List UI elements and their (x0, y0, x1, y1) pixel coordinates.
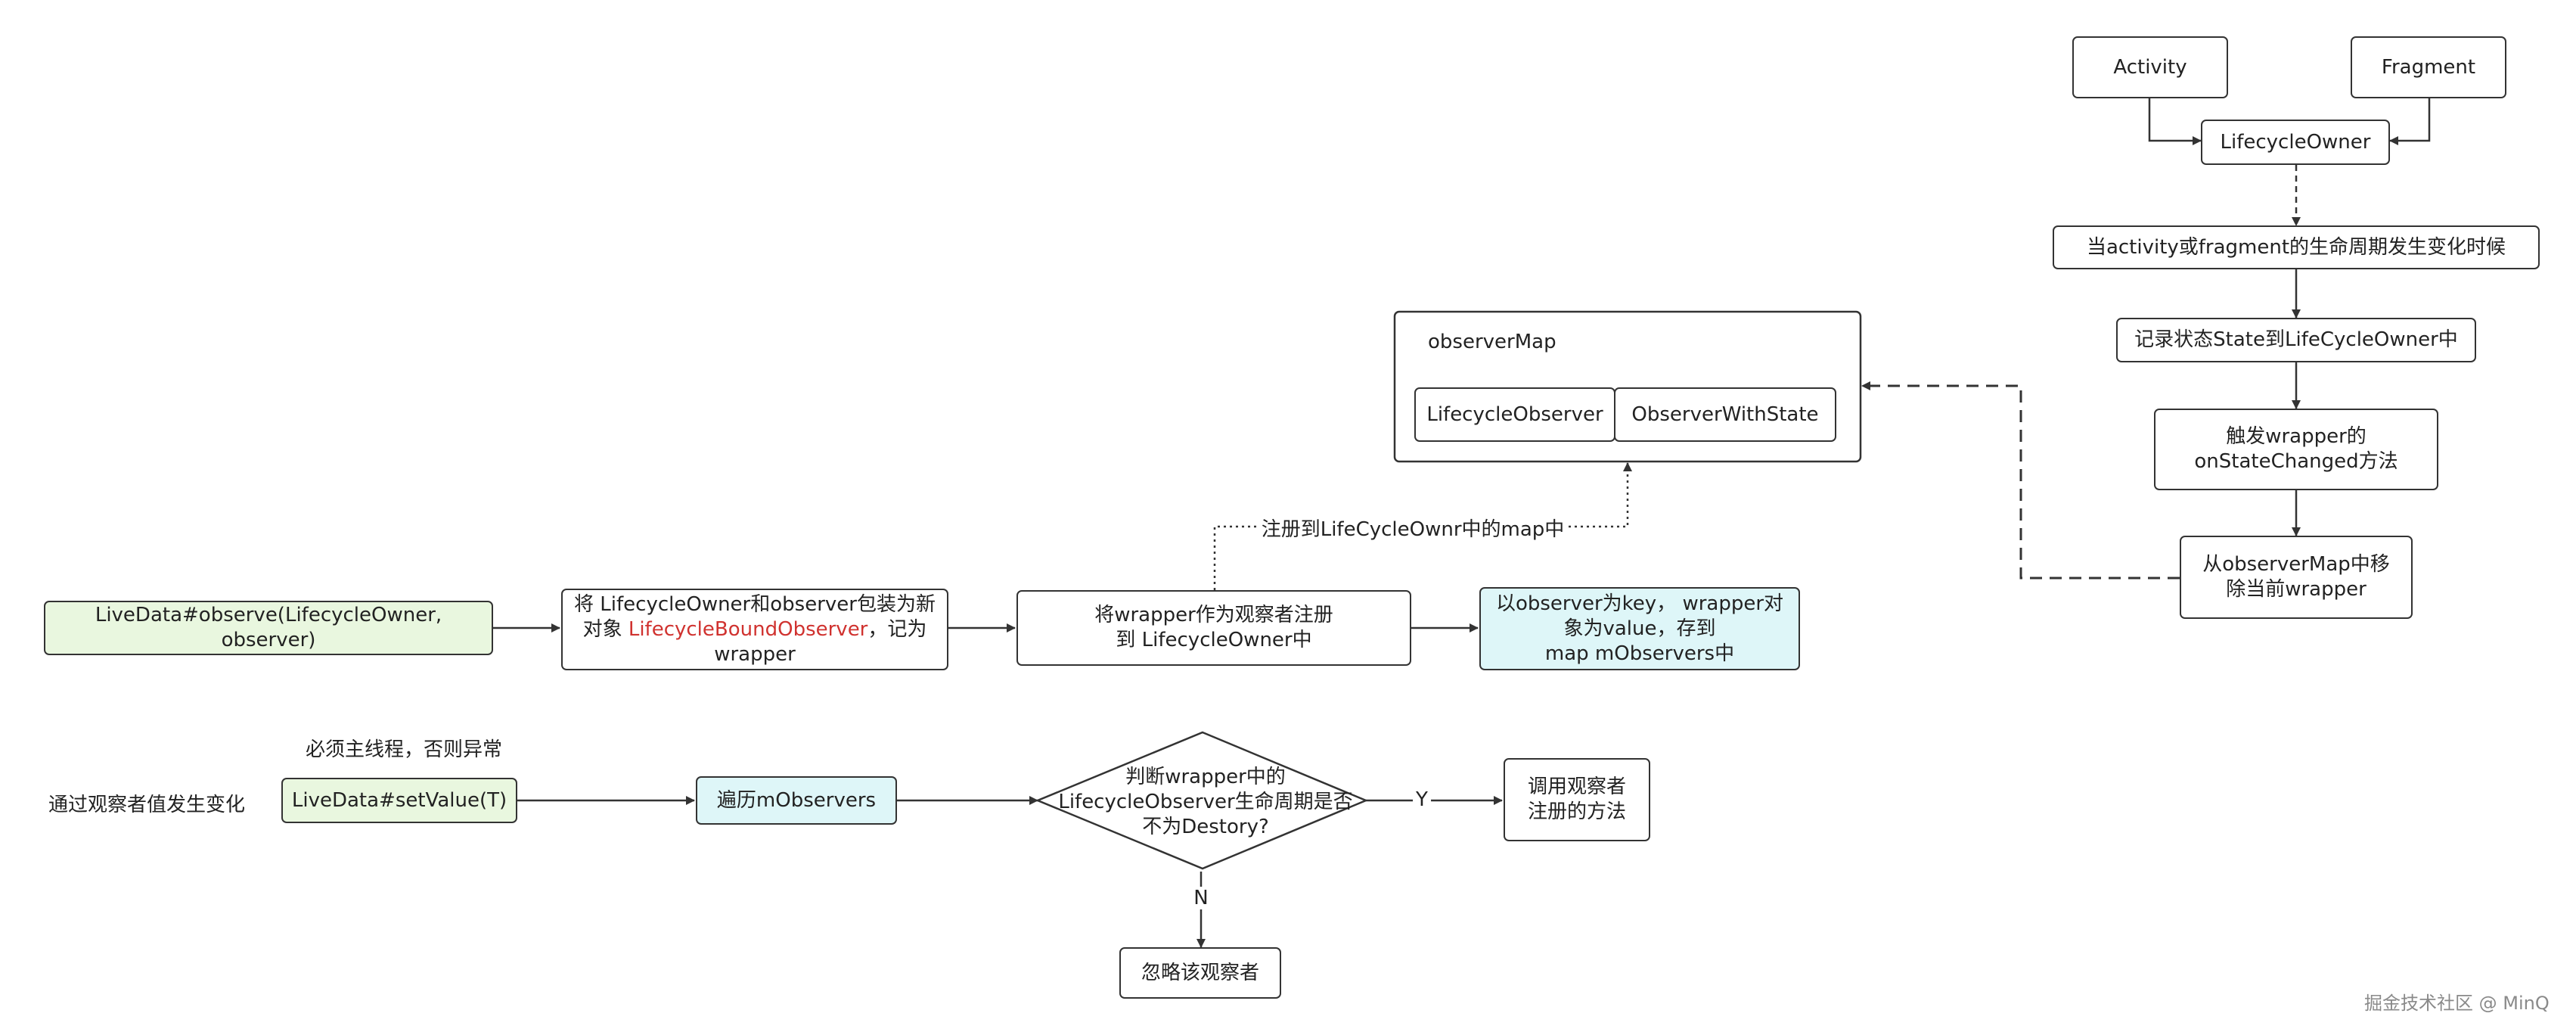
lifecycle-change-node: 当activity或fragment的生命周期发生变化时候 (2053, 225, 2540, 269)
lifecycle-bound-observer-highlight: LifecycleBoundObserver (628, 617, 868, 641)
edge-remove-map (1861, 381, 2180, 580)
map-key-lifecycle-observer: LifecycleObserver (1414, 387, 1615, 442)
iterate-observers-node: 遍历mObservers (696, 776, 897, 825)
main-thread-note: 必须主线程，否则异常 (306, 738, 503, 761)
edge-register-map (1213, 462, 1632, 590)
register-map-label: 注册到LifeCycleOwnr中的map中 (1258, 514, 1568, 542)
value-change-label: 通过观察者值发生变化 (48, 794, 246, 816)
yes-label: Y (1413, 788, 1431, 811)
livedata-setvalue-node: LiveData#setValue(T) (281, 778, 517, 823)
activity-node: Activity (2072, 36, 2228, 98)
remove-wrapper-node: 从observerMap中移除当前wrapper (2180, 536, 2413, 619)
livedata-observe-node: LiveData#observe(LifecycleOwner, observe… (44, 601, 493, 655)
decision-diamond (1035, 731, 1369, 870)
watermark: 掘金技术社区 @ MinQ (2364, 993, 2550, 1014)
lifecycle-owner-node: LifecycleOwner (2201, 120, 2390, 165)
no-label: N (1190, 887, 1212, 909)
register-wrapper-node: 将wrapper作为观察者注册到 LifecycleOwner中 (1016, 590, 1411, 666)
fragment-node: Fragment (2351, 36, 2506, 98)
edge-fragment-owner (2389, 97, 2431, 145)
wrap-observer-node: 将 LifecycleOwner和observer包装为新 对象 Lifecyc… (561, 589, 948, 670)
ignore-observer-node: 忽略该观察者 (1119, 947, 1281, 999)
map-value-observer-with-state: ObserverWithState (1614, 387, 1836, 442)
edge-activity-owner (2148, 97, 2202, 145)
record-state-node: 记录状态State到LifeCycleOwner中 (2116, 318, 2476, 362)
call-observer-method-node: 调用观察者注册的方法 (1504, 758, 1650, 841)
observer-map-title: observerMap (1428, 331, 1556, 353)
